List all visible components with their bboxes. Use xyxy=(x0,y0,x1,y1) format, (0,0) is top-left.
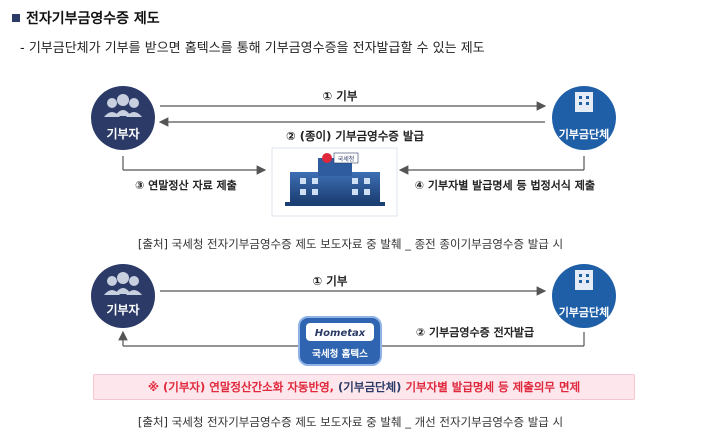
description-line: - 기부금단체가 기부를 받으면 홈텍스를 통해 기부금영수증을 전자발급할 수… xyxy=(20,41,485,56)
donor-node-2: 기부자 xyxy=(91,264,155,328)
arrow-submit-statement-label: ④ 기부자별 발급명세 등 법정서식 제출 xyxy=(415,178,595,192)
donor-label: 기부자 xyxy=(106,302,139,317)
arrow-e-receipt-label: ② 기부금영수증 전자발급 xyxy=(416,325,534,339)
hometax-label: 국세청 홈텍스 xyxy=(312,348,368,360)
note-org-part: 기부자별 발급명세 등 제출의무 면제 xyxy=(405,380,581,394)
section-heading: 전자기부금영수증 제도 xyxy=(12,8,160,28)
hometax-badge: Hometax 국세청 홈텍스 xyxy=(298,316,382,366)
arrow-donate-label-2: ① 기부 xyxy=(313,274,348,288)
caption-new: [출처] 국세청 전자기부금영수증 제도 보도자료 중 발췌 _ 개선 전자기부… xyxy=(137,415,564,429)
donor-node-1: 기부자 xyxy=(91,86,155,150)
arrow-submit-year-end-label: ③ 연말정산 자료 제출 xyxy=(135,178,237,192)
org-node-1: 기부금단체 xyxy=(552,86,616,150)
caption-old: [출처] 국세청 전자기부금영수증 제도 보도자료 중 발췌 _ 종전 종이기부… xyxy=(137,237,564,251)
people-icon xyxy=(104,272,142,295)
arrow-donate-label-1: ① 기부 xyxy=(323,89,358,103)
arrow-paper-receipt-label: ② (종이) 기부금영수증 발급 xyxy=(286,129,424,143)
benefit-note: ※ (기부자) 연말정산간소화 자동반영, (기부금단체) 기부자별 발급명세 … xyxy=(93,374,635,400)
org-label: 기부금단체 xyxy=(559,127,610,141)
heading-text: 전자기부금영수증 제도 xyxy=(26,11,160,27)
org-label: 기부금단체 xyxy=(559,305,610,319)
donor-label: 기부자 xyxy=(106,126,139,141)
office-building-icon xyxy=(575,270,593,290)
org-node-2: 기부금단체 xyxy=(552,264,616,328)
people-icon xyxy=(104,94,142,117)
hometax-logo: Hometax xyxy=(315,328,366,339)
square-bullet-icon xyxy=(12,14,20,22)
note-donor-part: ※ (기부자) 연말정산간소화 자동반영, xyxy=(147,380,339,394)
office-building-icon xyxy=(575,92,593,112)
nts-building-icon: 국세청 xyxy=(271,147,398,217)
building-sign: 국세청 xyxy=(338,155,355,163)
note-org-tag: (기부금단체) xyxy=(338,380,406,394)
